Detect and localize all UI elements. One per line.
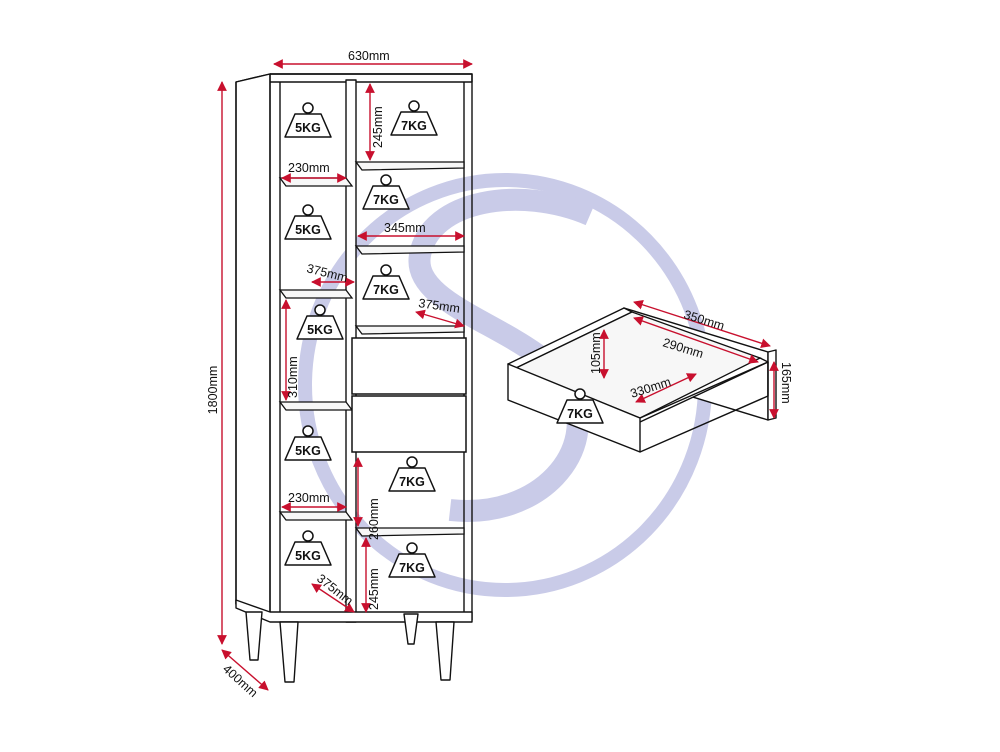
overall-width-label: 630mm	[348, 49, 390, 63]
weight-icon: 7KG	[388, 542, 436, 578]
weight-icon: 5KG	[296, 304, 344, 340]
weight-icon: 7KG	[388, 456, 436, 492]
weight-icon: 5KG	[284, 425, 332, 461]
svg-text:7KG: 7KG	[373, 193, 399, 207]
weight-icon: 5KG	[284, 102, 332, 138]
overall-height-label: 1800mm	[206, 366, 220, 415]
right-bottom-cube-height-label: 245mm	[367, 568, 381, 610]
svg-text:7KG: 7KG	[373, 283, 399, 297]
right-shelf-depth-label: 375mm	[418, 296, 461, 316]
weight-icon: 7KG	[556, 388, 604, 424]
right-shelves	[354, 161, 465, 537]
weight-icon: 7KG	[390, 100, 438, 136]
svg-text:5KG: 5KG	[295, 223, 321, 237]
svg-text:7KG: 7KG	[401, 119, 427, 133]
right-top-cube-height-label: 245mm	[371, 106, 385, 148]
overall-depth-label: 400mm	[220, 662, 260, 700]
weight-icon: 5KG	[284, 530, 332, 566]
weight-icons: 5KG 5KG 5KG 5KG 5KG 7KG 7KG 7KG	[284, 100, 604, 578]
svg-text:7KG: 7KG	[399, 561, 425, 575]
svg-text:7KG: 7KG	[399, 475, 425, 489]
drawer-front-panel	[767, 349, 777, 421]
left-shelf-width-label: 230mm	[288, 161, 330, 175]
drawer-drawing	[507, 307, 777, 453]
svg-text:5KG: 5KG	[295, 444, 321, 458]
weight-icon: 7KG	[362, 264, 410, 300]
svg-text:5KG: 5KG	[295, 549, 321, 563]
left-shelf-width-lower-label: 230mm	[288, 491, 330, 505]
cabinet-left-side	[235, 73, 271, 621]
drawer-inner-height-label: 105mm	[589, 332, 603, 374]
svg-text:5KG: 5KG	[307, 323, 333, 337]
bookcase-drawing	[235, 73, 473, 683]
right-lower-cube-height-label: 260mm	[367, 498, 381, 540]
right-shelf-width-label: 345mm	[384, 221, 426, 235]
drawer-front-lower	[351, 395, 467, 453]
svg-text:5KG: 5KG	[295, 121, 321, 135]
weight-icon: 7KG	[362, 174, 410, 210]
drawer-front-upper	[351, 337, 467, 395]
left-cube-height-label: 310mm	[286, 356, 300, 398]
dimension-lines	[217, 59, 779, 691]
drawer-outer-height-label: 165mm	[779, 362, 793, 404]
cabinet-legs	[245, 611, 455, 683]
svg-text:7KG: 7KG	[567, 407, 593, 421]
weight-icon: 5KG	[284, 204, 332, 240]
